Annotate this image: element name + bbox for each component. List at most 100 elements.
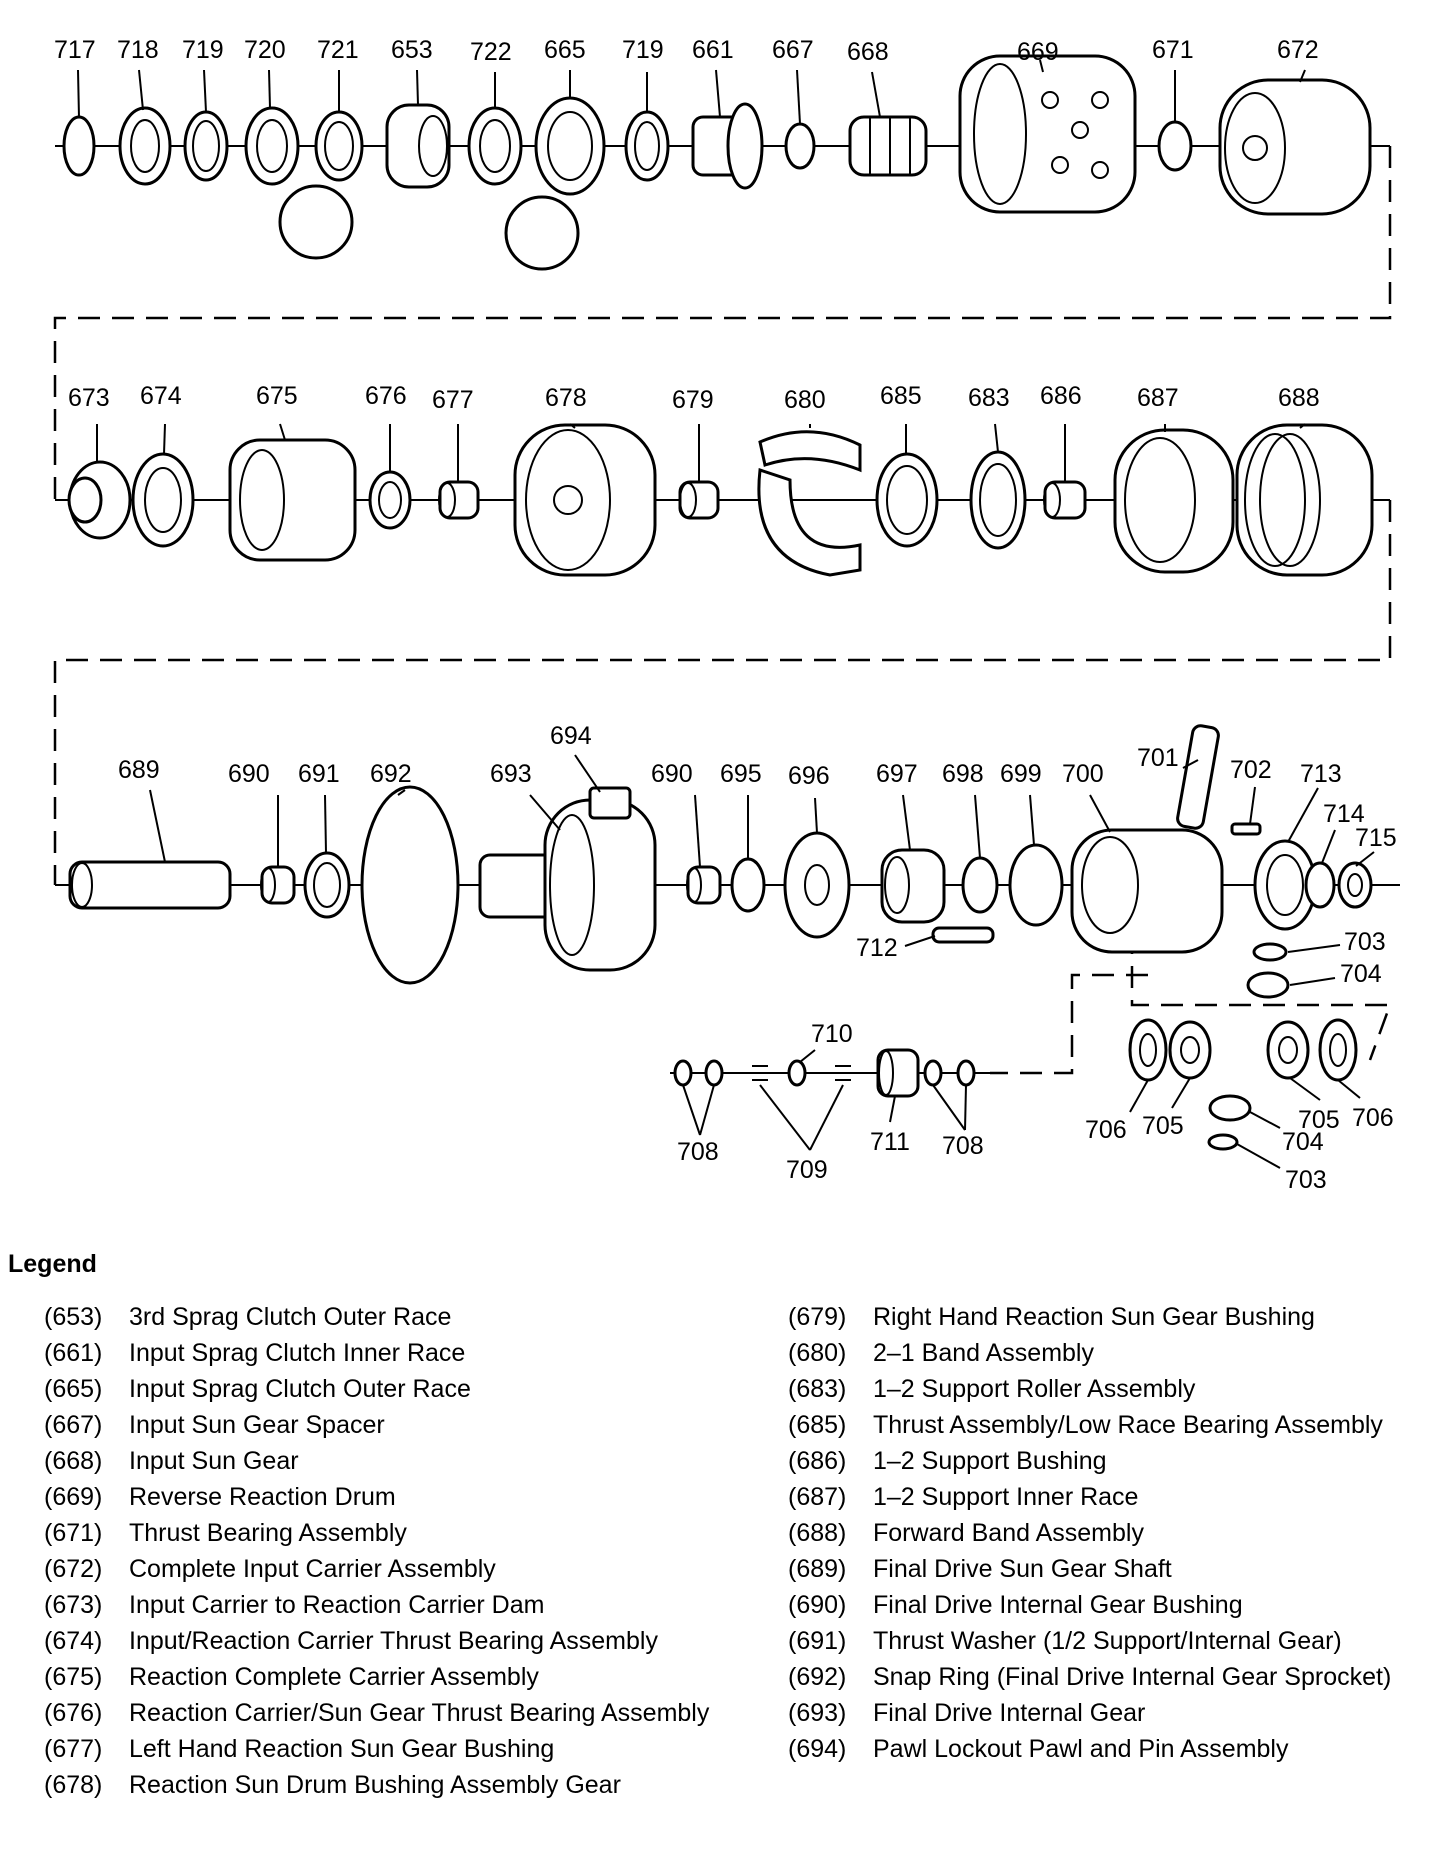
- callout-676: 676: [365, 382, 407, 410]
- callout-669: 669: [1017, 38, 1059, 66]
- legend-description: Input Sun Gear Spacer: [129, 1411, 385, 1439]
- part-720: [244, 106, 354, 260]
- callout-690a: 690: [228, 760, 270, 788]
- callout-671: 671: [1152, 36, 1194, 64]
- callout-718: 718: [117, 36, 159, 64]
- legend-description: Input Sprag Clutch Outer Race: [129, 1375, 471, 1403]
- callout-653: 653: [391, 36, 433, 64]
- legend-item: (675)Reaction Complete Carrier Assembly: [44, 1662, 734, 1692]
- callout-706-left: 706: [1085, 1116, 1127, 1144]
- part-683: [969, 450, 1027, 550]
- part-705-right: [1266, 1020, 1310, 1080]
- callout-673: 673: [68, 384, 110, 412]
- callout-719b: 719: [622, 36, 664, 64]
- callout-680: 680: [784, 386, 826, 414]
- callout-722: 722: [470, 38, 512, 66]
- part-711: [876, 1048, 920, 1098]
- legend-number: (668): [44, 1447, 103, 1475]
- part-693: [478, 798, 657, 972]
- legend-number: (688): [788, 1519, 847, 1547]
- part-667: [784, 122, 816, 170]
- legend-number: (671): [44, 1519, 103, 1547]
- legend-description: Thrust Assembly/Low Race Bearing Assembl…: [873, 1411, 1383, 1439]
- legend-title: Legend: [8, 1250, 97, 1278]
- legend-description: Input Carrier to Reaction Carrier Dam: [129, 1591, 545, 1619]
- part-686: [1043, 480, 1087, 520]
- legend-description: 1–2 Support Bushing: [873, 1447, 1107, 1475]
- legend-item: (690)Final Drive Internal Gear Bushing: [788, 1590, 1456, 1620]
- part-674: [131, 452, 195, 548]
- part-705-left: [1168, 1020, 1212, 1080]
- legend-number: (673): [44, 1591, 103, 1619]
- part-721: [314, 110, 364, 182]
- part-703-upper: [1252, 942, 1288, 962]
- legend-description: Reverse Reaction Drum: [129, 1483, 396, 1511]
- part-709: [752, 1065, 851, 1081]
- legend-description: Right Hand Reaction Sun Gear Bushing: [873, 1303, 1315, 1331]
- part-669: [958, 54, 1137, 214]
- callout-667: 667: [772, 36, 814, 64]
- legend-description: Left Hand Reaction Sun Gear Bushing: [129, 1735, 555, 1763]
- legend-description: 1–2 Support Roller Assembly: [873, 1375, 1196, 1403]
- legend-description: 1–2 Support Inner Race: [873, 1483, 1139, 1511]
- legend-number: (672): [44, 1555, 103, 1583]
- callout-687: 687: [1137, 384, 1179, 412]
- callout-688: 688: [1278, 384, 1320, 412]
- callout-691: 691: [298, 760, 340, 788]
- callout-714: 714: [1323, 800, 1365, 828]
- callout-704-lower: 704: [1282, 1128, 1324, 1156]
- callout-715: 715: [1355, 824, 1397, 852]
- legend-description: Final Drive Sun Gear Shaft: [873, 1555, 1172, 1583]
- callout-702: 702: [1230, 756, 1272, 784]
- callout-705-right: 705: [1298, 1106, 1340, 1134]
- callouts-row2: 673 674 675 676 677 678 679 680 685 683 …: [68, 382, 1320, 414]
- callout-661: 661: [692, 36, 734, 64]
- part-700: [1070, 828, 1224, 954]
- callouts-row1: 717 718 719 720 721 653 722 665 719 661 …: [54, 36, 1319, 66]
- legend-number: (674): [44, 1627, 103, 1655]
- legend-description: Pawl Lockout Pawl and Pin Assembly: [873, 1735, 1289, 1763]
- callout-703-lower: 703: [1285, 1166, 1327, 1194]
- legend-description: Thrust Bearing Assembly: [129, 1519, 407, 1547]
- legend-left-column: (653)3rd Sprag Clutch Outer Race (661)In…: [44, 1302, 734, 1806]
- legend-number: (661): [44, 1339, 103, 1367]
- callout-710: 710: [811, 1020, 853, 1048]
- part-685: [875, 452, 939, 548]
- legend-item: (667)Input Sun Gear Spacer: [44, 1410, 734, 1440]
- legend-description: 3rd Sprag Clutch Outer Race: [129, 1303, 452, 1331]
- legend-item: (688)Forward Band Assembly: [788, 1518, 1456, 1548]
- part-692: [360, 785, 460, 985]
- part-706-right: [1318, 1018, 1358, 1082]
- callout-711: 711: [870, 1128, 910, 1156]
- legend-number: (694): [788, 1735, 847, 1763]
- part-719a: [183, 110, 229, 182]
- part-678: [513, 423, 657, 577]
- callout-700: 700: [1062, 760, 1104, 788]
- legend-number: (680): [788, 1339, 847, 1367]
- legend-item: (683)1–2 Support Roller Assembly: [788, 1374, 1456, 1404]
- legend-item: (691)Thrust Washer (1/2 Support/Internal…: [788, 1626, 1456, 1656]
- callout-689: 689: [118, 756, 160, 784]
- callout-698: 698: [942, 760, 984, 788]
- leader-lines: [77, 59, 1375, 1169]
- legend-number: (678): [44, 1771, 103, 1799]
- part-722: [467, 106, 580, 271]
- callout-719a: 719: [182, 36, 224, 64]
- part-712: [931, 926, 995, 944]
- legend-item: (676)Reaction Carrier/Sun Gear Thrust Be…: [44, 1698, 734, 1728]
- part-702: [1230, 822, 1262, 836]
- legend-description: Complete Input Carrier Assembly: [129, 1555, 496, 1583]
- legend-number: (675): [44, 1663, 103, 1691]
- part-703-lower: [1207, 1133, 1239, 1151]
- legend-item: (693)Final Drive Internal Gear: [788, 1698, 1456, 1728]
- callout-721: 721: [317, 36, 359, 64]
- legend-item: (689)Final Drive Sun Gear Shaft: [788, 1554, 1456, 1584]
- legend-item: (692)Snap Ring (Final Drive Internal Gea…: [788, 1662, 1456, 1692]
- callouts-row3: 689 690 691 692 694 693 690 695 696 697 …: [118, 722, 1397, 852]
- legend-item: (685)Thrust Assembly/Low Race Bearing As…: [788, 1410, 1456, 1440]
- callout-699: 699: [1000, 760, 1042, 788]
- callout-683: 683: [968, 384, 1010, 412]
- callout-720: 720: [244, 36, 286, 64]
- callout-701: 701: [1137, 744, 1179, 772]
- part-701: [1176, 724, 1220, 830]
